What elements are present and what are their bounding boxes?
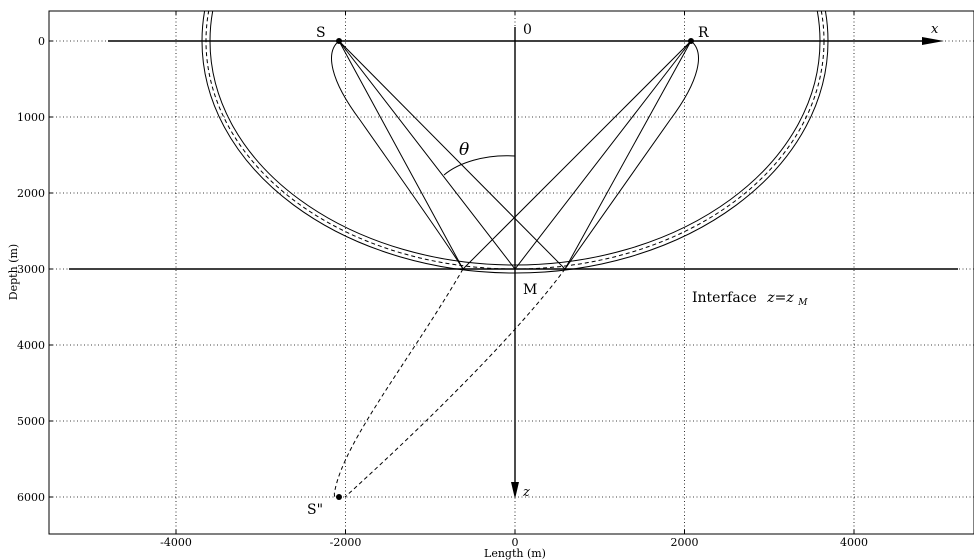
x-axis-arrowhead — [922, 37, 944, 45]
z-axis-label: z — [522, 485, 530, 500]
image-ray-dashed-right — [344, 268, 566, 498]
x-axis-label: x — [931, 22, 939, 37]
image-ray-dashed-left — [333, 268, 464, 499]
ray-line — [338, 40, 566, 270]
ray-path-s-to-r — [338, 40, 692, 270]
source-point-marker — [336, 38, 342, 44]
y-tick-label: 4000 — [17, 339, 45, 352]
image-source-label: S" — [307, 502, 323, 518]
theta-arc — [443, 155, 516, 176]
image-source-marker — [336, 494, 342, 500]
interface-subscript: M — [797, 298, 808, 308]
x-tick-labels: -4000 -2000 0 2000 4000 — [160, 536, 868, 549]
y-tick-label: 0 — [38, 35, 45, 48]
x-tick-label: -4000 — [160, 536, 192, 549]
receiver-label: R — [698, 25, 709, 41]
y-axis-title: Depth (m) — [7, 244, 20, 300]
y-tick-label: 3000 — [17, 263, 45, 276]
x-axis-title: Length (m) — [484, 547, 546, 560]
origin-label: 0 — [523, 22, 532, 38]
ticks — [49, 11, 855, 534]
z-axis-arrowhead — [511, 482, 519, 499]
interface-text: Interface — [692, 290, 757, 306]
x-tick-label: -2000 — [330, 536, 362, 549]
fresnel-lobe-r — [564, 40, 699, 270]
y-tick-label: 1000 — [17, 111, 45, 124]
theta-label: θ — [459, 140, 469, 160]
y-tick-label: 5000 — [17, 415, 45, 428]
ray-line — [462, 40, 692, 270]
y-tick-label: 2000 — [17, 187, 45, 200]
x-tick-label: 0 — [512, 536, 519, 549]
y-tick-labels: 0 1000 2000 3000 4000 5000 6000 — [17, 35, 45, 504]
plot-frame — [48, 10, 974, 535]
ray-line — [338, 40, 464, 270]
x-tick-label: 2000 — [671, 536, 699, 549]
source-label: S — [316, 25, 326, 41]
midpoint-label: M — [523, 282, 537, 298]
fresnel-lobe-s — [331, 40, 464, 270]
interface-label: Interface z=z M — [692, 290, 808, 308]
interface-equation: z=z — [766, 290, 794, 306]
x-tick-label: 4000 — [840, 536, 868, 549]
ray-line — [564, 40, 692, 270]
y-tick-label: 6000 — [17, 491, 45, 504]
receiver-point-marker — [688, 38, 694, 44]
